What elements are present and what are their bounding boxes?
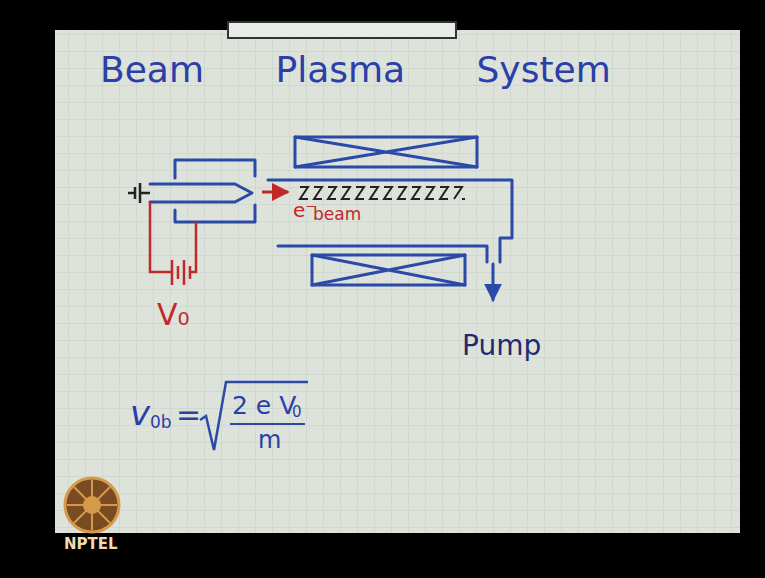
voltage-label: V₀	[157, 300, 190, 330]
beam-label: beam	[313, 206, 361, 223]
battery-symbol	[150, 202, 196, 285]
formula-symbol: m	[258, 428, 281, 452]
electron-beam	[300, 187, 465, 199]
formula-subscript: 0	[292, 405, 302, 420]
formula-symbol: 2 e V	[232, 393, 296, 418]
gun-housing	[175, 160, 255, 222]
pump-label: Pump	[462, 332, 541, 360]
top-strip	[228, 22, 456, 38]
plasma-tube	[268, 180, 512, 262]
formula-subscript: 0b	[150, 414, 172, 431]
paper	[55, 30, 740, 533]
beam-arrow	[262, 191, 288, 194]
pump-arrow	[492, 264, 495, 300]
logo	[65, 478, 119, 532]
magnet-coil	[312, 255, 465, 285]
ground-symbol	[128, 183, 150, 203]
logo-text: NPTEL	[64, 537, 118, 552]
magnet-coil	[295, 137, 477, 167]
formula-symbol: =	[176, 400, 201, 430]
sqrt-sign	[200, 382, 308, 450]
slide-title: Beam Plasma System	[100, 52, 611, 88]
formula-symbol: v	[130, 396, 150, 430]
grid	[55, 30, 740, 533]
beam-label: e⁻	[293, 200, 316, 220]
cathode	[150, 184, 252, 202]
fraction-bar	[230, 423, 305, 425]
